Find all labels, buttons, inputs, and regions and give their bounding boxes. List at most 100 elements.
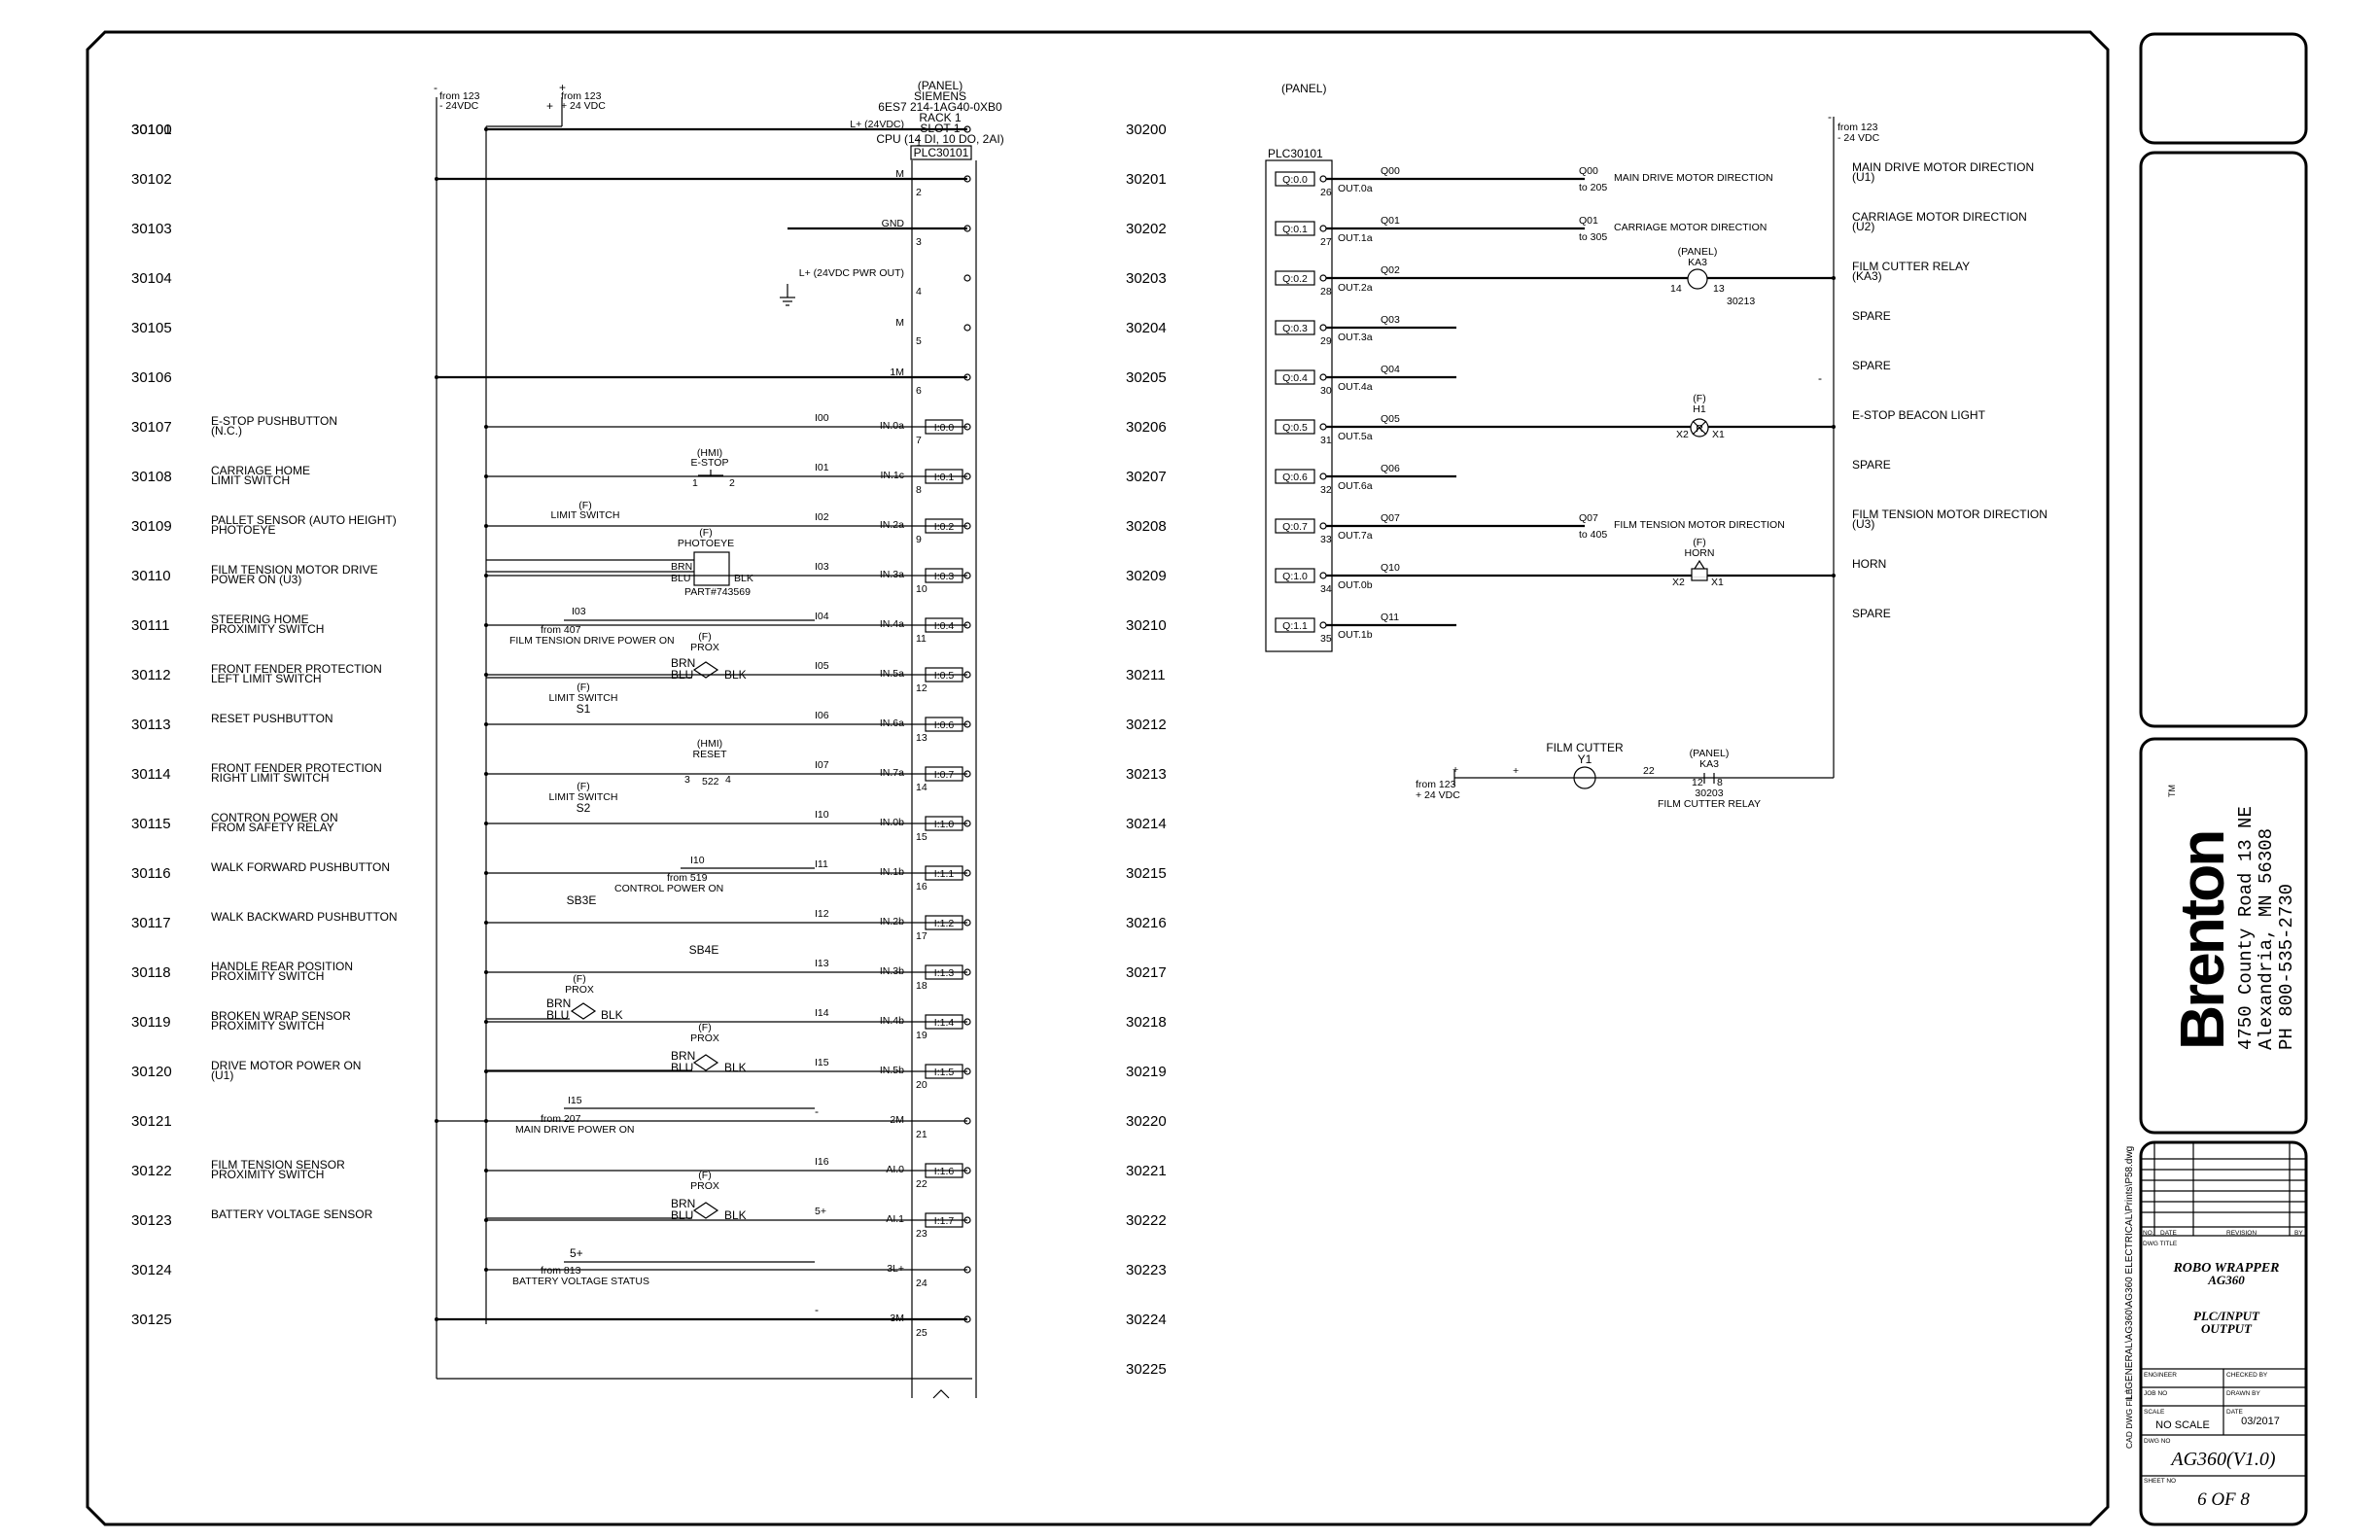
rung-number: 30122 (131, 1163, 172, 1179)
rung-number: 30120 (131, 1064, 172, 1080)
rung-description-2: PROXIMITY SWITCH (211, 622, 324, 636)
output-terminal: OUT.2a (1338, 282, 1373, 294)
svg-text:S2: S2 (577, 801, 591, 815)
output-pin: 27 (1320, 236, 1332, 248)
plc-terminal-label: 3L+ (887, 1263, 904, 1275)
svg-text:DATE: DATE (2226, 1409, 2244, 1416)
output-description: HORN (1852, 557, 1886, 571)
rung-description: CARRIAGE HOME (211, 464, 310, 477)
svg-text:X2: X2 (1676, 429, 1689, 440)
io-box (925, 469, 963, 484)
plc-terminal-label: L+ (24VDC PWR OUT) (799, 267, 904, 279)
output-tag: Q03 (1381, 314, 1400, 326)
plc-pin: 10 (916, 583, 928, 595)
svg-text:PROX: PROX (690, 642, 719, 653)
output-description: SPARE (1852, 309, 1891, 323)
plc-pin: 6 (916, 385, 922, 397)
svg-text:(F): (F) (577, 682, 589, 693)
rung-address: I16 (815, 1156, 829, 1168)
io-box (925, 419, 963, 435)
svg-text:(F): (F) (578, 500, 591, 511)
svg-text:(F): (F) (698, 1022, 711, 1033)
svg-text:E-STOP: E-STOP (691, 457, 729, 469)
output-tag: Q07 (1381, 512, 1400, 524)
svg-text:SCALE: SCALE (2144, 1409, 2165, 1416)
plc-terminal-label: IN.2a (880, 519, 904, 531)
rung-number: 30212 (1126, 717, 1167, 733)
rung-number: 30114 (131, 766, 171, 783)
svg-text:(F): (F) (577, 781, 589, 792)
plc-pin: 7 (916, 435, 922, 446)
svg-text:HORN: HORN (1685, 547, 1715, 559)
plc-pin: 17 (916, 930, 928, 942)
svg-text:8: 8 (1717, 777, 1723, 788)
output-tag: Q04 (1381, 364, 1400, 375)
svg-text:14: 14 (1670, 283, 1682, 295)
plc-pin: 15 (916, 831, 928, 843)
output-terminal: OUT.3a (1338, 332, 1373, 343)
output-pin: 26 (1320, 187, 1332, 198)
svg-text:30203: 30203 (1695, 788, 1723, 799)
svg-text:X2: X2 (1672, 577, 1685, 588)
rung-number: 30121 (131, 1113, 172, 1130)
rung-description-2: (N.C.) (211, 424, 242, 438)
svg-text:PROX: PROX (690, 1180, 719, 1192)
output-description-2: (U3) (1852, 517, 1874, 531)
rung-number: 30224 (1126, 1312, 1167, 1328)
rung-address: I07 (815, 759, 829, 771)
plc-terminal-label: 1M (890, 367, 904, 378)
output-pin: 35 (1320, 633, 1332, 645)
output-note: CARRIAGE MOTOR DIRECTION (1614, 222, 1767, 233)
svg-text:3: 3 (684, 774, 690, 786)
io-box (925, 1163, 963, 1178)
address-line-2: Alexandria, MN 56308 (2256, 828, 2277, 1050)
rung-number: 30109 (131, 518, 172, 535)
svg-text:DWG NO: DWG NO (2144, 1438, 2170, 1445)
svg-text:+ 24 VDC: + 24 VDC (1416, 789, 1460, 801)
output-pin: 29 (1320, 335, 1332, 347)
revision-block: NO. DATE REVISION BY DWG TITLE ROBO WRAP… (2141, 1142, 2306, 1510)
plc-pin: 12 (916, 682, 928, 694)
rung-description: FRONT FENDER PROTECTION (211, 662, 382, 676)
svg-text:BLK: BLK (734, 573, 753, 584)
plc-terminal-label: IN.6a (880, 718, 904, 729)
rung-number: 30225 (1126, 1361, 1167, 1378)
svg-text:I10: I10 (690, 855, 705, 866)
output-terminal: OUT.0a (1338, 183, 1373, 194)
rung-description: FILM TENSION SENSOR (211, 1158, 345, 1172)
sheet-number: 6 OF 8 (2197, 1489, 2250, 1510)
output-to-ref: to 205 (1579, 182, 1607, 193)
rung-number: 30219 (1126, 1064, 1167, 1080)
out-neg-volts: - 24 VDC (1838, 132, 1880, 144)
rung-number: 30217 (1126, 964, 1167, 981)
drawing-title-1: ROBO WRAPPER (2172, 1261, 2279, 1276)
rung-description: WALK FORWARD PUSHBUTTON (211, 860, 390, 874)
rung-number: 30110 (131, 568, 171, 584)
rung-number: 30108 (131, 469, 172, 485)
address-line-1: 4750 County Road 13 NE (2235, 806, 2257, 1050)
rung-description: CONTRON POWER ON (211, 811, 338, 824)
svg-text:LIMIT SWITCH: LIMIT SWITCH (551, 509, 620, 521)
svg-text:I03: I03 (572, 606, 586, 617)
svg-text:BLK: BLK (724, 668, 747, 682)
output-address: Q:0.4 (1282, 372, 1308, 384)
rung-address: I00 (815, 412, 829, 424)
svg-text:5+: 5+ (570, 1246, 583, 1260)
rung-number: 30102 (131, 171, 172, 188)
output-io-box (1275, 568, 1315, 583)
plc-pin: 16 (916, 881, 928, 892)
svg-text:from 123: from 123 (1416, 779, 1456, 790)
output-description: SPARE (1852, 458, 1891, 472)
plc-output-block: (PANEL) PLC30101 from 123 - 24 VDC - - (1265, 82, 1880, 778)
output-description: SPARE (1852, 359, 1891, 372)
rung-address: 5+ (815, 1206, 826, 1217)
output-description: SPARE (1852, 607, 1891, 620)
output-tag: Q10 (1381, 562, 1400, 574)
io-address: I:1.5 (934, 1067, 955, 1078)
svg-text:H1: H1 (1693, 403, 1706, 415)
svg-text:DRAWN BY: DRAWN BY (2226, 1390, 2260, 1397)
rung-address: I11 (815, 858, 828, 870)
io-box (925, 1014, 963, 1030)
svg-text:BRN: BRN (671, 561, 692, 573)
plc-pin: 24 (916, 1278, 928, 1289)
